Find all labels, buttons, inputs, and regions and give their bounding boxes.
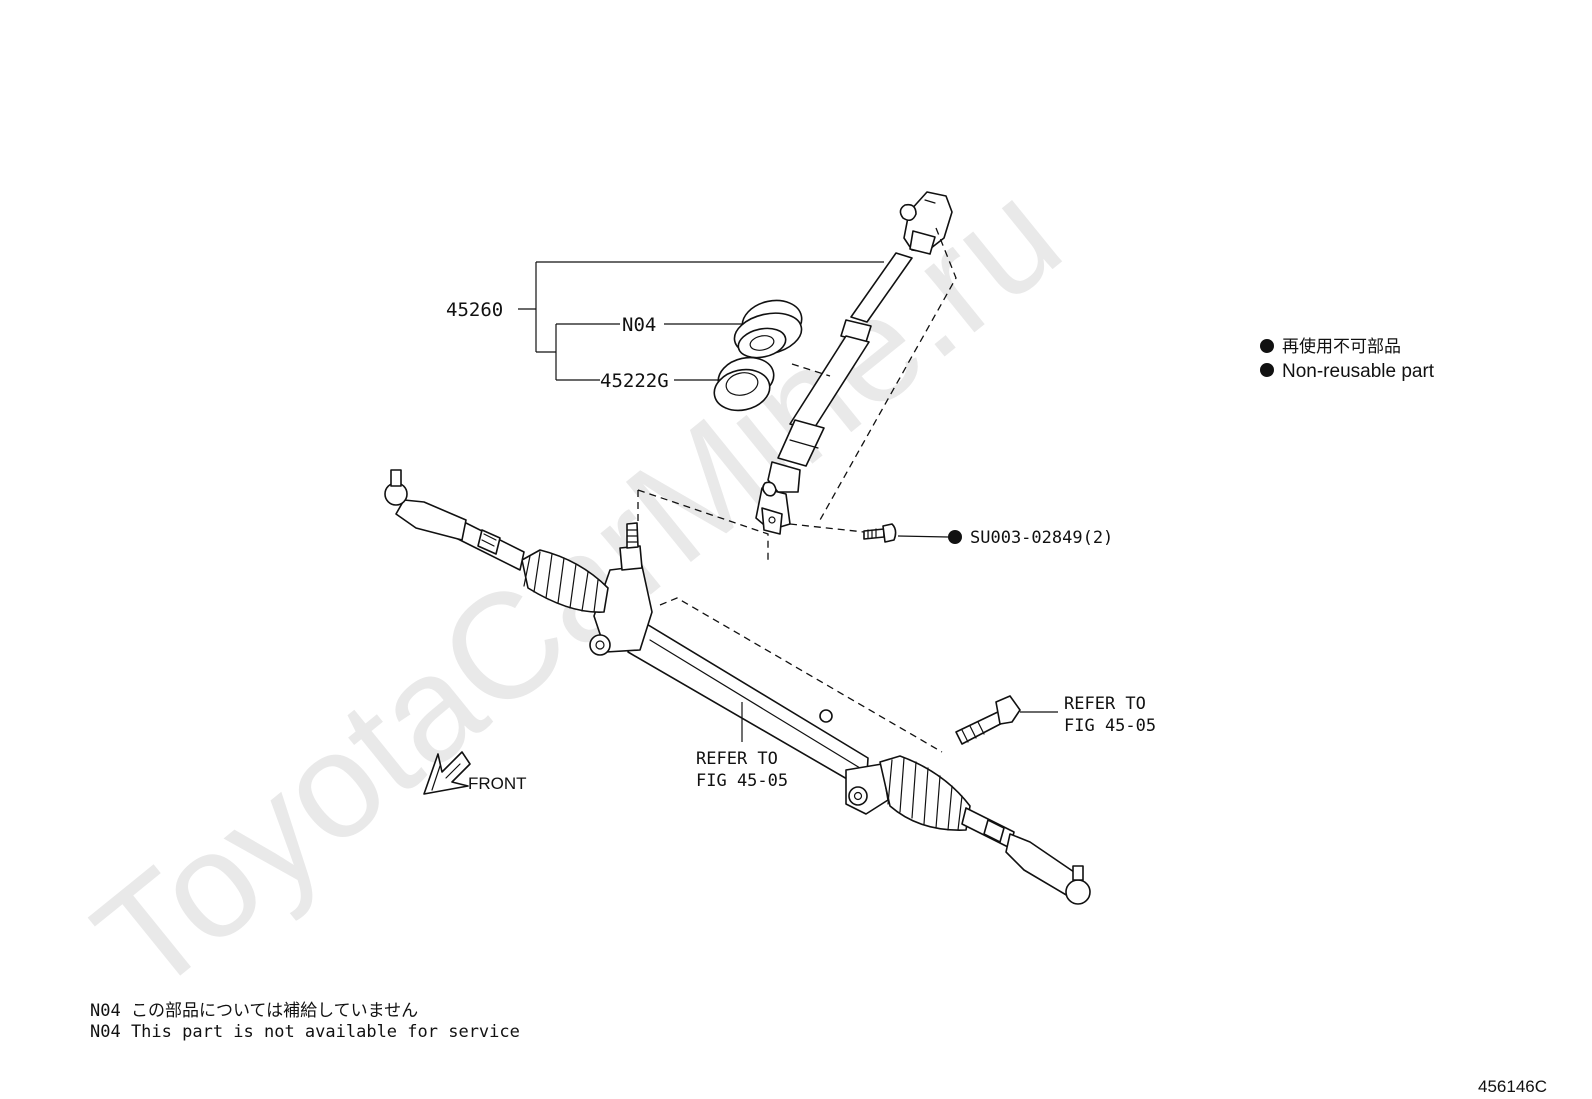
callout-45222g: 45222G [600, 370, 669, 392]
refer-fig-right-line1: REFER TO [1064, 694, 1146, 714]
figure-code: 456146C [1478, 1077, 1547, 1096]
assembly-dashed-lines [637, 227, 957, 753]
refer-fig-bottom-line2: FIG 45-05 [696, 771, 788, 791]
left-bellows [521, 549, 609, 613]
non-reusable-dot-icon [948, 530, 962, 544]
non-reusable-dot-icon [1260, 363, 1274, 377]
refer-fig-bottom-line1: REFER TO [696, 749, 778, 769]
right-tie-rod [961, 807, 1091, 905]
callout-brackets [518, 261, 884, 381]
refer-fig-right-line2: FIG 45-05 [1064, 716, 1156, 736]
intermediate-shaft [755, 191, 953, 535]
legend-jp: 再使用不可部品 [1282, 336, 1401, 356]
callout-45260: 45260 [446, 299, 503, 321]
bolt-su003 [863, 523, 897, 543]
front-label: FRONT [468, 774, 527, 793]
right-bellows [879, 755, 971, 831]
note-en: N04 This part is not available for servi… [90, 1022, 520, 1042]
legend-en: Non-reusable part [1282, 361, 1435, 382]
mounting-bolt [955, 695, 1021, 745]
steering-rack [589, 522, 889, 815]
left-tie-rod [384, 469, 525, 571]
dust-boot [733, 299, 803, 359]
seal-ring [713, 356, 775, 412]
callout-n04: N04 [622, 314, 656, 336]
non-reusable-dot-icon [1260, 339, 1274, 353]
callout-su003: SU003-02849(2) [970, 528, 1113, 548]
front-arrow-icon [423, 751, 471, 795]
note-jp: N04 この部品については補給していません [90, 1001, 418, 1021]
